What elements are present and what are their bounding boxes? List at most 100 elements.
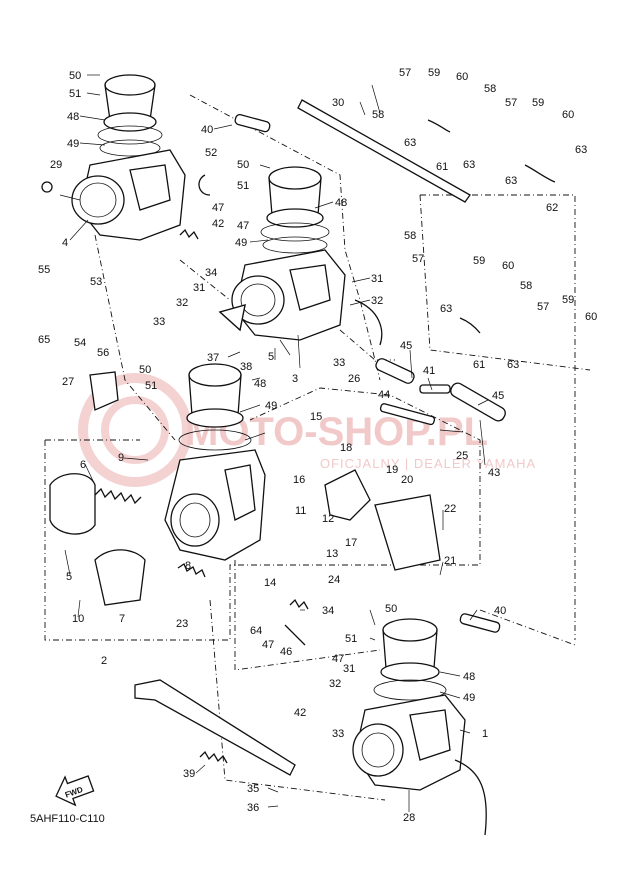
callout-18: 18 [340,442,352,454]
callout-10: 10 [72,613,84,625]
callout-61: 61 [473,359,485,371]
callout-60: 60 [502,260,514,272]
callout-45: 45 [400,340,412,352]
callout-25: 25 [456,450,468,462]
callout-34: 34 [322,605,334,617]
callout-65: 65 [38,334,50,346]
callout-42: 42 [212,218,224,230]
callout-39: 39 [183,768,195,780]
callout-48: 48 [254,378,266,390]
callout-59: 59 [473,255,485,267]
callout-49: 49 [265,400,277,412]
callout-46: 46 [280,646,292,658]
carburetor-4 [41,74,186,241]
callout-48: 48 [463,671,475,683]
callout-41: 41 [423,365,435,377]
forward-arrow-icon: FWD [55,775,95,807]
callout-51: 51 [69,88,81,100]
callout-57: 57 [505,97,517,109]
callout-50: 50 [69,70,81,82]
callout-49: 49 [463,692,475,704]
callout-51: 51 [237,180,249,192]
callout-32: 32 [329,678,341,690]
callout-57: 57 [412,253,424,265]
callout-30: 30 [332,97,344,109]
callout-2: 2 [101,655,107,667]
callout-32: 32 [371,295,383,307]
callout-43: 43 [488,467,500,479]
callout-26: 26 [348,373,360,385]
callout-15: 15 [310,411,322,423]
callout-47: 47 [262,639,274,651]
callout-58: 58 [520,280,532,292]
callout-35: 35 [247,783,259,795]
callout-64: 64 [250,625,262,637]
callout-49: 49 [67,138,79,150]
callout-63: 63 [440,303,452,315]
callout-59: 59 [532,97,544,109]
link-rod [297,99,471,203]
callout-53: 53 [90,276,102,288]
callout-12: 12 [322,513,334,525]
callout-50: 50 [237,159,249,171]
carburetor-2 [164,363,266,561]
callout-59: 59 [428,67,440,79]
callout-16: 16 [293,474,305,486]
callout-60: 60 [456,71,468,83]
callout-58: 58 [484,83,496,95]
callout-63: 63 [575,144,587,156]
callout-63: 63 [505,175,517,187]
callout-38: 38 [240,361,252,373]
springs [94,228,309,764]
callout-58: 58 [404,230,416,242]
callout-19: 19 [386,464,398,476]
callout-57: 57 [537,301,549,313]
assembly-boundaries [44,94,591,801]
callout-51: 51 [345,633,357,645]
callout-23: 23 [176,618,188,630]
diagram-code: 5AHF110-C110 [30,813,105,825]
callout-48: 48 [67,111,79,123]
callout-60: 60 [585,311,597,323]
callout-60: 60 [562,109,574,121]
callout-28: 28 [403,812,415,824]
throttle-shaft-plates [49,304,441,776]
callout-17: 17 [345,537,357,549]
carburetor-1 [352,618,487,836]
callout-33: 33 [332,728,344,740]
callout-63: 63 [463,159,475,171]
callout-57: 57 [399,67,411,79]
callout-31: 31 [193,282,205,294]
callout-29: 29 [50,159,62,171]
callout-22: 22 [444,503,456,515]
callout-61: 61 [436,161,448,173]
callout-42: 42 [294,707,306,719]
callout-50: 50 [139,364,151,376]
callout-47: 47 [212,202,224,214]
callout-9: 9 [118,452,124,464]
callout-54: 54 [74,337,86,349]
callout-31: 31 [343,663,355,675]
callout-40: 40 [494,605,506,617]
callout-52: 52 [205,147,217,159]
callout-59: 59 [562,294,574,306]
callout-48: 48 [335,197,347,209]
callout-49: 49 [235,237,247,249]
callout-4: 4 [62,237,68,249]
callout-47: 47 [237,220,249,232]
leader-lines [64,74,489,812]
callout-56: 56 [97,347,109,359]
callout-14: 14 [264,577,276,589]
callout-63: 63 [507,359,519,371]
callout-labels: 50 51 48 49 29 4 53 55 65 54 56 27 40 52… [38,67,597,824]
callout-8: 8 [185,560,191,572]
callout-37: 37 [207,352,219,364]
callout-58: 58 [372,109,384,121]
callout-31: 31 [371,273,383,285]
callout-36: 36 [247,802,259,814]
fuel-hoses [198,114,556,646]
callout-5: 5 [66,571,72,583]
callout-33: 33 [153,316,165,328]
callout-3: 3 [292,373,298,385]
